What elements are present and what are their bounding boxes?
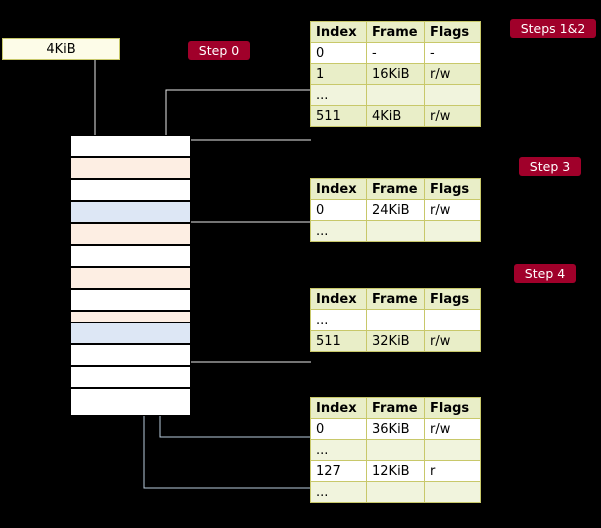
column-header-index: Index [310, 21, 367, 43]
column-header-index: Index [310, 288, 367, 310]
column-header-index: Index [310, 397, 367, 419]
cell-index: 1 [310, 63, 367, 85]
step-label-text: Steps 1&2 [520, 21, 586, 36]
cell-flags: - [424, 42, 481, 64]
table-row: 1 16KiB r/w [310, 63, 481, 85]
line-table1-row1 [165, 89, 311, 155]
cell-frame [366, 481, 425, 503]
cell-frame: 32KiB [366, 330, 425, 352]
memory-cell [70, 344, 191, 366]
table-header-row: Index Frame Flags [310, 288, 481, 310]
column-header-frame: Frame [366, 178, 425, 200]
column-header-frame: Frame [366, 397, 425, 419]
cell-index: 127 [310, 460, 367, 482]
cell-frame: 12KiB [366, 460, 425, 482]
memory-cell [70, 245, 191, 267]
table-row: 0 36KiB r/w [310, 418, 481, 440]
cell-frame: 4KiB [366, 105, 425, 127]
cell-flags: r/w [424, 330, 481, 352]
cell-index: 0 [310, 42, 367, 64]
column-header-flags: Flags [424, 288, 481, 310]
cell-flags [424, 309, 481, 331]
column-header-frame: Frame [366, 288, 425, 310]
cell-index: ... [310, 84, 367, 106]
cell-flags [424, 439, 481, 461]
physical-memory-column [70, 135, 191, 416]
table-row: 511 32KiB r/w [310, 330, 481, 352]
table-row: ... [310, 220, 481, 242]
table-row: 511 4KiB r/w [310, 105, 481, 127]
cell-flags [424, 220, 481, 242]
cell-flags: r/w [424, 199, 481, 221]
cell-flags: r [424, 460, 481, 482]
cell-index: 0 [310, 418, 367, 440]
step-label-text: Step 4 [524, 266, 566, 281]
column-header-flags: Flags [424, 397, 481, 419]
table-row: ... [310, 481, 481, 503]
column-header-flags: Flags [424, 178, 481, 200]
table-header-row: Index Frame Flags [310, 397, 481, 419]
memory-cell [70, 179, 191, 201]
cell-frame: 16KiB [366, 63, 425, 85]
table-row: 0 24KiB r/w [310, 199, 481, 221]
step-label-text: Step 0 [198, 43, 240, 58]
memory-cell [70, 157, 191, 179]
memory-cell [70, 201, 191, 223]
cell-frame: - [366, 42, 425, 64]
cell-index: 0 [310, 199, 367, 221]
column-header-index: Index [310, 178, 367, 200]
cell-index: 511 [310, 330, 367, 352]
column-header-flags: Flags [424, 21, 481, 43]
memory-cell [70, 267, 191, 289]
cell-flags: r/w [424, 63, 481, 85]
cell-frame [366, 220, 425, 242]
table-row: ... [310, 309, 481, 331]
memory-cell [70, 223, 191, 245]
table-header-row: Index Frame Flags [310, 178, 481, 200]
memory-cell [70, 135, 191, 157]
memory-cell [70, 388, 191, 416]
cell-frame: 36KiB [366, 418, 425, 440]
cell-frame [366, 84, 425, 106]
cell-frame [366, 309, 425, 331]
table-row: ... [310, 84, 481, 106]
step-label-steps-1-2: Steps 1&2 [510, 19, 596, 38]
cell-index: ... [310, 439, 367, 461]
cell-index: ... [310, 309, 367, 331]
cell-flags: r/w [424, 105, 481, 127]
page-table-3: Index Frame Flags ... 511 32KiB r/w [310, 288, 481, 352]
page-table-2: Index Frame Flags 0 24KiB r/w ... [310, 178, 481, 242]
step-label-step-0: Step 0 [188, 41, 250, 60]
kib-box-label: 4KiB [46, 41, 76, 57]
step-label-text: Step 3 [529, 159, 571, 174]
step-label-step-3: Step 3 [519, 157, 581, 176]
cell-index: 511 [310, 105, 367, 127]
step-label-step-4: Step 4 [514, 264, 576, 283]
cell-flags [424, 481, 481, 503]
table-row: 127 12KiB r [310, 460, 481, 482]
cell-index: ... [310, 481, 367, 503]
table-row: 0 - - [310, 42, 481, 64]
cell-flags: r/w [424, 418, 481, 440]
cell-index: ... [310, 220, 367, 242]
memory-cell [70, 366, 191, 388]
memory-cell [70, 289, 191, 311]
column-header-frame: Frame [366, 21, 425, 43]
table-header-row: Index Frame Flags [310, 21, 481, 43]
cell-flags [424, 84, 481, 106]
cell-frame [366, 439, 425, 461]
memory-cell [70, 322, 191, 344]
kib-box: 4KiB [2, 38, 120, 60]
page-table-4: Index Frame Flags 0 36KiB r/w ... 127 12… [310, 397, 481, 503]
page-table-1: Index Frame Flags 0 - - 1 16KiB r/w ... [310, 21, 481, 127]
cell-frame: 24KiB [366, 199, 425, 221]
table-row: ... [310, 439, 481, 461]
